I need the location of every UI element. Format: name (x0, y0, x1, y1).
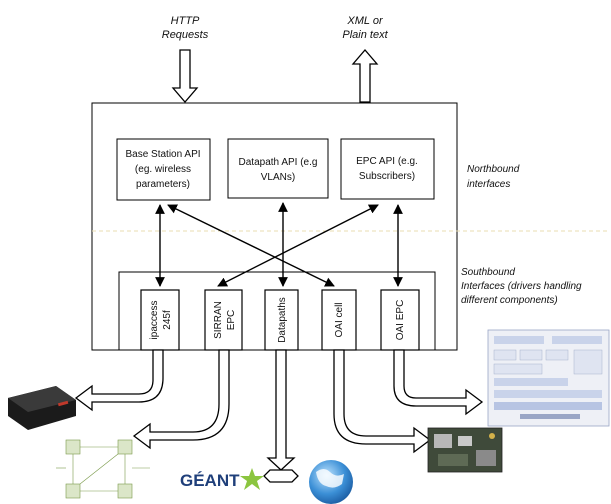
driver-oai-cell-line1: OAI cell (334, 302, 345, 337)
api-base-station-line2: (eg. wireless (135, 164, 191, 175)
http-request-arrow (171, 49, 199, 103)
flow-ipaccess-to-device (74, 349, 164, 412)
geant-logo: GÉANT (180, 468, 264, 490)
api-datapath-line1: Datapath API (e.g (239, 157, 318, 168)
api-epc-line1: EPC API (e.g. (356, 156, 418, 167)
api-datapath: Datapath API (e.g VLANs) (227, 138, 329, 199)
flow-oaicell-to-board (333, 349, 432, 454)
xml-response-arrow (351, 49, 379, 103)
driver-datapaths-line1: Datapaths (277, 297, 288, 343)
geant-star-icon (240, 468, 264, 490)
http-label-line2: Requests (162, 29, 209, 41)
northbound-label-line2: interfaces (467, 179, 510, 190)
flow-sirran-to-epc (132, 349, 230, 450)
driver-ipaccess-line1: ipaccess (149, 301, 160, 340)
driver-sirran-line2: EPC (226, 310, 237, 331)
xml-label-line1: XML or (346, 15, 384, 27)
http-label-line1: HTTP (171, 15, 200, 27)
internet-globe-icon (309, 460, 353, 504)
link-epc-sirran (217, 204, 379, 287)
driver-sirran: SIRRAN EPC (204, 289, 243, 351)
xml-label-line2: Plain text (342, 29, 388, 41)
southbound-label-line1: Southbound (461, 267, 515, 278)
flow-network-bidirectional (263, 469, 299, 483)
api-base-station-line1: Base Station API (125, 149, 200, 160)
driver-sirran-line1: SIRRAN (213, 301, 224, 339)
driver-oai-epc: OAI EPC (380, 289, 420, 351)
driver-ipaccess-line2: 245f (162, 310, 173, 330)
driver-datapaths: Datapaths (264, 289, 299, 351)
oai-hardware-board-image (427, 427, 503, 473)
oai-epc-software-image (487, 329, 610, 427)
southbound-label-line2: Interfaces (drivers handling (461, 281, 582, 292)
base-station-device-image (8, 386, 76, 430)
driver-oai-epc-line1: OAI EPC (395, 300, 406, 341)
northbound-label-line1: Northbound (467, 164, 520, 175)
epc-schematic-image (56, 439, 150, 499)
api-epc: EPC API (e.g. Subscribers) (340, 138, 435, 200)
southbound-label-line3: different components) (461, 295, 558, 306)
flow-oaiepc-to-software (393, 349, 484, 416)
api-datapath-line2: VLANs) (261, 172, 295, 183)
geant-text: GÉANT (180, 471, 240, 490)
driver-ipaccess: ipaccess 245f (140, 289, 180, 351)
api-base-station: Base Station API (eg. wireless parameter… (116, 138, 211, 201)
api-epc-line2: Subscribers) (359, 171, 415, 182)
api-base-station-line3: parameters) (136, 179, 190, 190)
flow-datapaths-to-network (266, 349, 296, 471)
driver-oai-cell: OAI cell (321, 289, 357, 351)
